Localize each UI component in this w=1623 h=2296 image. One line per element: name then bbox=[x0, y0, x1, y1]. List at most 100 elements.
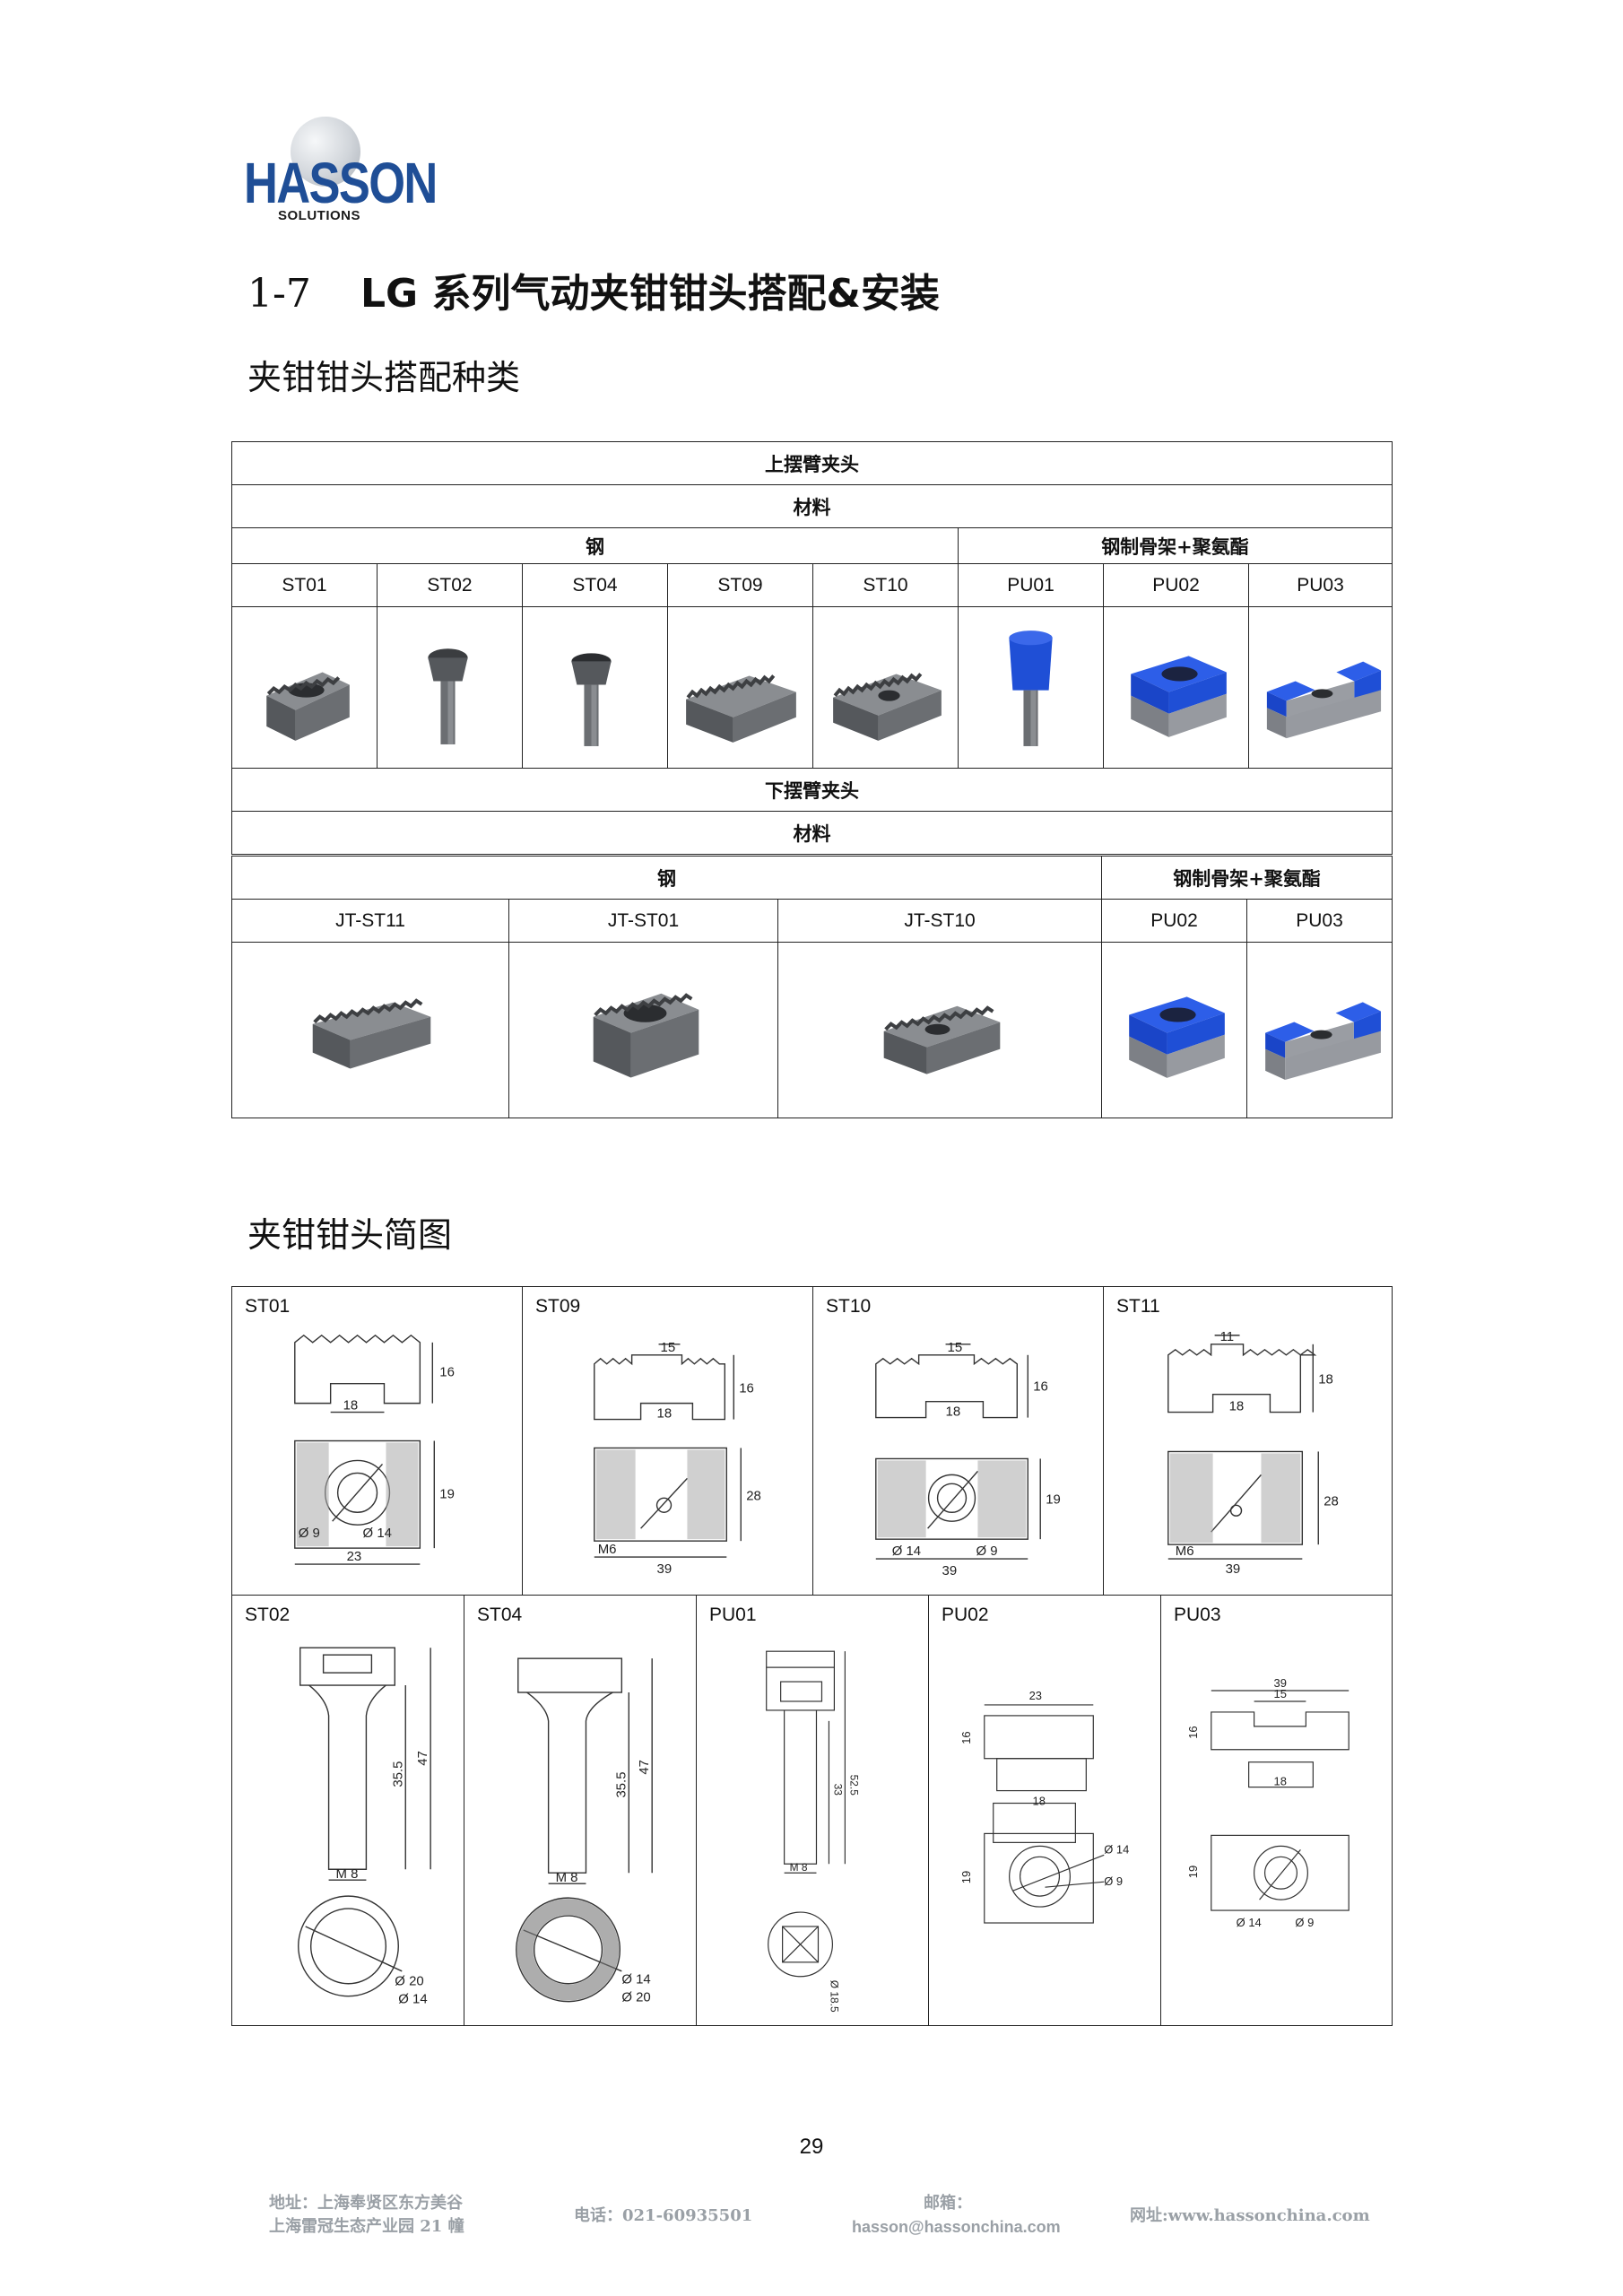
drawing-pu02-svg: 23 16 18 19 Ø 14 Ø 9 bbox=[959, 1689, 1129, 1924]
dim: Ø 14 bbox=[892, 1544, 921, 1559]
drawing-label: ST11 bbox=[1116, 1296, 1160, 1317]
dim: 18 bbox=[1318, 1372, 1333, 1387]
drawing-st11-svg: 11 18 18 28 M6 39 bbox=[1167, 1329, 1339, 1577]
drawing-label: ST04 bbox=[477, 1605, 523, 1625]
code-lower-pu02: PU02 bbox=[1101, 899, 1248, 943]
drawing-st01-svg: 18 16 19 Ø 9 Ø 14 23 bbox=[294, 1334, 455, 1565]
drawing-label: PU01 bbox=[709, 1605, 757, 1625]
dim: Ø 14 bbox=[1104, 1842, 1129, 1856]
drawing-st09: ST09 15 16 18 28 M6 39 bbox=[522, 1286, 813, 1596]
footer-email[interactable]: hasson@hassonchina.com bbox=[852, 2218, 1061, 2236]
dim: 19 bbox=[1186, 1866, 1200, 1878]
lower-title: 下摆臂夹头 bbox=[231, 768, 1393, 813]
dim: 23 bbox=[1029, 1689, 1042, 1702]
dim: 11 bbox=[1220, 1329, 1235, 1344]
dim: Ø 9 bbox=[1295, 1916, 1314, 1929]
serrated-block-icon bbox=[312, 998, 431, 1069]
drawing-st09-svg: 15 16 18 28 M6 39 bbox=[594, 1340, 761, 1577]
pu-block-icon bbox=[1265, 1002, 1381, 1080]
dim: 39 bbox=[942, 1563, 958, 1578]
photo-st01 bbox=[231, 605, 378, 770]
dim: 19 bbox=[439, 1486, 455, 1501]
dim: Ø 20 bbox=[395, 1974, 423, 1989]
code-pu03: PU03 bbox=[1248, 563, 1393, 607]
upper-steel: 钢 bbox=[231, 527, 959, 564]
pin-jaw-icon bbox=[428, 648, 468, 744]
photo-jt-st01 bbox=[508, 941, 778, 1119]
dim: Ø 9 bbox=[1104, 1874, 1123, 1888]
dim: 39 bbox=[657, 1561, 673, 1577]
code-pu01: PU01 bbox=[958, 563, 1104, 607]
dim: Ø 14 bbox=[621, 1972, 650, 1987]
code-st09: ST09 bbox=[667, 563, 813, 607]
dim: 16 bbox=[1186, 1726, 1200, 1738]
drawing-label: ST09 bbox=[535, 1296, 581, 1317]
drawing-label: PU03 bbox=[1174, 1605, 1221, 1625]
dim: Ø 9 bbox=[299, 1526, 320, 1541]
drawing-pu03: PU03 39 15 16 18 19 Ø 14 Ø 9 bbox=[1160, 1595, 1393, 2026]
dim: 18 bbox=[1274, 1775, 1287, 1788]
sub-heading-combinations: 夹钳钳头搭配种类 bbox=[247, 358, 521, 397]
drawing-st04-svg: 35.5 47 M 8 Ø 14 Ø 20 bbox=[516, 1657, 653, 2005]
photo-st04 bbox=[522, 605, 668, 770]
dim: M 8 bbox=[556, 1870, 578, 1885]
dim: 47 bbox=[415, 1751, 430, 1766]
dim: Ø 14 bbox=[398, 1992, 427, 2007]
dim: 15 bbox=[948, 1340, 963, 1355]
dim: 16 bbox=[1033, 1379, 1048, 1395]
code-pu02: PU02 bbox=[1103, 563, 1249, 607]
code-st01: ST01 bbox=[231, 563, 378, 607]
dim: M 8 bbox=[790, 1861, 808, 1874]
upper-jaw-table: 上摆臂夹头 材料 钢 钢制骨架+聚氨酯 ST01 ST02 ST04 ST09 … bbox=[231, 441, 1393, 856]
code-jt-st11: JT-ST11 bbox=[231, 899, 509, 943]
dim: Ø 20 bbox=[621, 1990, 650, 2005]
drawings-row-1: ST01 18 16 19 Ø 9 Ø 14 23 bbox=[231, 1286, 1393, 1596]
photo-st09 bbox=[667, 605, 813, 770]
drawing-st04: ST04 35.5 47 M 8 Ø 14 Ø 20 bbox=[464, 1595, 697, 2026]
drawing-pu02: PU02 23 16 18 19 Ø 14 Ø 9 bbox=[928, 1595, 1161, 2026]
dim: 18 bbox=[1229, 1399, 1245, 1414]
drawing-label: ST02 bbox=[245, 1605, 291, 1625]
drawing-st10: ST10 15 16 18 19 Ø 14 Ø 9 bbox=[812, 1286, 1104, 1596]
dim: M 8 bbox=[336, 1866, 359, 1882]
dim: 35.5 bbox=[613, 1771, 629, 1797]
code-jt-st01: JT-ST01 bbox=[508, 899, 778, 943]
photo-jt-st10 bbox=[777, 941, 1103, 1119]
photo-pu02 bbox=[1103, 605, 1249, 770]
drawing-label: ST10 bbox=[826, 1296, 872, 1317]
code-st02: ST02 bbox=[377, 563, 523, 607]
lower-material: 材料 bbox=[231, 811, 1393, 856]
dim: 28 bbox=[746, 1488, 761, 1503]
footer-phone: 电话：021-60935501 bbox=[574, 2206, 753, 2225]
lower-steel: 钢 bbox=[230, 856, 1103, 900]
footer-website[interactable]: 网址:www.hassonchina.com bbox=[1130, 2206, 1370, 2225]
drawing-label: PU02 bbox=[942, 1605, 989, 1625]
dim: 39 bbox=[1226, 1561, 1241, 1577]
drawing-label: ST01 bbox=[245, 1296, 291, 1317]
photo-lower-pu03 bbox=[1246, 941, 1393, 1119]
dim: Ø 18.5 bbox=[828, 1980, 840, 2013]
drawing-st02-svg: 35.5 47 M 8 Ø 20 Ø 14 bbox=[298, 1647, 431, 2007]
photo-pu01 bbox=[958, 605, 1104, 770]
dim: Ø 14 bbox=[1237, 1916, 1262, 1929]
drawing-pu03-svg: 39 15 16 18 19 Ø 14 Ø 9 bbox=[1186, 1676, 1350, 1929]
lower-pu: 钢制骨架+聚氨酯 bbox=[1101, 856, 1393, 900]
drawing-st10-svg: 15 16 18 19 Ø 14 Ø 9 39 bbox=[875, 1340, 1061, 1578]
dim: Ø 9 bbox=[976, 1544, 997, 1559]
drawing-st01: ST01 18 16 19 Ø 9 Ø 14 23 bbox=[231, 1286, 523, 1596]
code-lower-pu03: PU03 bbox=[1246, 899, 1393, 943]
code-st10: ST10 bbox=[812, 563, 959, 607]
photo-pu03 bbox=[1248, 605, 1393, 770]
pu-block-icon bbox=[1131, 656, 1227, 737]
serrated-block-icon bbox=[883, 1005, 1001, 1074]
dim: 35.5 bbox=[390, 1761, 405, 1787]
photo-lower-pu02 bbox=[1101, 941, 1248, 1119]
pu-block-icon bbox=[1129, 996, 1225, 1078]
serrated-block-icon bbox=[266, 672, 350, 741]
photo-st10 bbox=[812, 605, 959, 770]
section-number: 1-7 bbox=[247, 271, 311, 317]
serrated-block-icon bbox=[686, 674, 796, 743]
dim: 16 bbox=[439, 1365, 455, 1380]
drawing-st11: ST11 11 18 18 28 M6 39 bbox=[1103, 1286, 1393, 1596]
lower-jaw-table: 钢 钢制骨架+聚氨酯 JT-ST11 JT-ST01 JT-ST10 PU02 … bbox=[230, 856, 1393, 1119]
